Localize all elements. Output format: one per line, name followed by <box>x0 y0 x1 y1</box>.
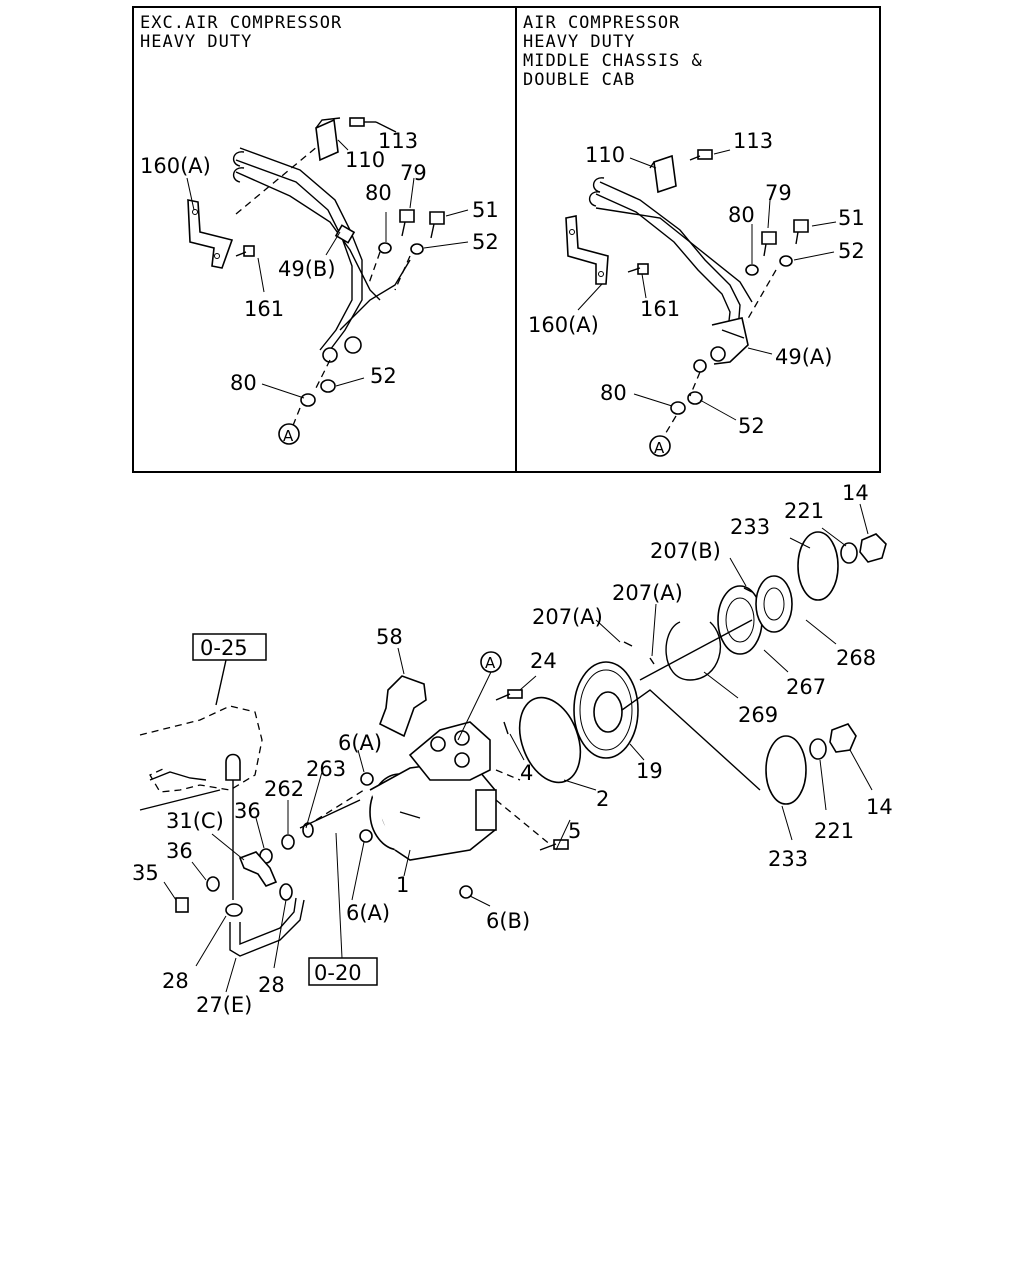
callout-207a: 207(A) <box>612 581 683 605</box>
panel-right-heading-line: AIR COMPRESSOR <box>523 13 680 33</box>
callout-269: 269 <box>738 703 778 727</box>
callout-6a: 6(A) <box>346 901 390 925</box>
callout-52: 52 <box>370 364 397 388</box>
callout-a-circle: A <box>283 427 294 445</box>
panel-right-heading-line: DOUBLE CAB <box>523 70 635 90</box>
callout-31c: 31(C) <box>166 809 224 833</box>
callout-51: 51 <box>838 206 865 230</box>
callout-110: 110 <box>345 148 385 172</box>
ref-label-0-25: 0-25 <box>200 636 248 660</box>
callout-36: 36 <box>166 839 193 863</box>
callout-79: 79 <box>400 161 427 185</box>
callout-80: 80 <box>230 371 257 395</box>
callout-268: 268 <box>836 646 876 670</box>
panel-left-heading-line: EXC.AIR COMPRESSOR <box>140 13 342 33</box>
callout-110: 110 <box>585 143 625 167</box>
callout-113: 113 <box>733 129 773 153</box>
callout-6a: 6(A) <box>338 731 382 755</box>
callout-a-circle: A <box>485 654 496 672</box>
panel-left-drawing <box>186 117 469 445</box>
panel-right-heading-line: HEAVY DUTY <box>523 32 635 52</box>
callout-80: 80 <box>600 381 627 405</box>
callout-52: 52 <box>838 239 865 263</box>
callout-6b: 6(B) <box>486 909 530 933</box>
callout-80: 80 <box>365 181 392 205</box>
callout-2: 2 <box>596 787 609 811</box>
callout-24: 24 <box>530 649 557 673</box>
callout-160a: 160(A) <box>140 154 211 178</box>
callout-28: 28 <box>258 973 285 997</box>
callout-262: 262 <box>264 777 304 801</box>
callout-207a: 207(A) <box>532 605 603 629</box>
callout-233: 233 <box>768 847 808 871</box>
panel-left-labels: 113 110 160(A) 79 80 51 52 49(B) 161 80 … <box>140 129 499 445</box>
panel-left-heading-line: HEAVY DUTY <box>140 32 252 52</box>
callout-49a: 49(A) <box>775 345 832 369</box>
callout-49b: 49(B) <box>278 257 336 281</box>
callout-80: 80 <box>728 203 755 227</box>
callout-27e: 27(E) <box>196 993 252 1017</box>
ref-box-0-20 <box>308 957 378 986</box>
callout-233: 233 <box>730 515 770 539</box>
ref-label-0-20: 0-20 <box>314 961 362 985</box>
callout-28: 28 <box>162 969 189 993</box>
callout-14: 14 <box>866 795 893 819</box>
callout-4: 4 <box>520 761 533 785</box>
callout-79: 79 <box>765 181 792 205</box>
callout-58: 58 <box>376 625 403 649</box>
callout-52: 52 <box>472 230 499 254</box>
panel-left-heading: EXC.AIR COMPRESSOR HEAVY DUTY <box>140 13 342 52</box>
callout-267: 267 <box>786 675 826 699</box>
callout-35: 35 <box>132 861 159 885</box>
ref-box-0-25 <box>192 633 267 661</box>
main-labels: 14 233 221 207(B) 207(A) 207(A) 268 267 … <box>132 481 893 1017</box>
panel-right-labels: 110 113 79 80 51 52 161 160(A) 49(A) 80 … <box>528 129 865 457</box>
top-panels-frame <box>132 6 881 473</box>
callout-5: 5 <box>568 819 581 843</box>
callout-52: 52 <box>738 414 765 438</box>
callout-160a: 160(A) <box>528 313 599 337</box>
callout-a-circle: A <box>654 439 665 457</box>
panel-right-drawing <box>565 149 837 457</box>
panel-right-heading: AIR COMPRESSOR HEAVY DUTY MIDDLE CHASSIS… <box>523 13 703 90</box>
callout-51: 51 <box>472 198 499 222</box>
callout-113: 113 <box>378 129 418 153</box>
main-drawing <box>139 503 887 993</box>
callout-221: 221 <box>784 499 824 523</box>
callout-161: 161 <box>640 297 680 321</box>
callout-221: 221 <box>814 819 854 843</box>
callout-36: 36 <box>234 799 261 823</box>
callout-263: 263 <box>306 757 346 781</box>
panel-right-heading-line: MIDDLE CHASSIS & <box>523 51 703 71</box>
callout-19: 19 <box>636 759 663 783</box>
callout-161: 161 <box>244 297 284 321</box>
callout-1: 1 <box>396 873 409 897</box>
callout-207b: 207(B) <box>650 539 721 563</box>
callout-14: 14 <box>842 481 869 505</box>
